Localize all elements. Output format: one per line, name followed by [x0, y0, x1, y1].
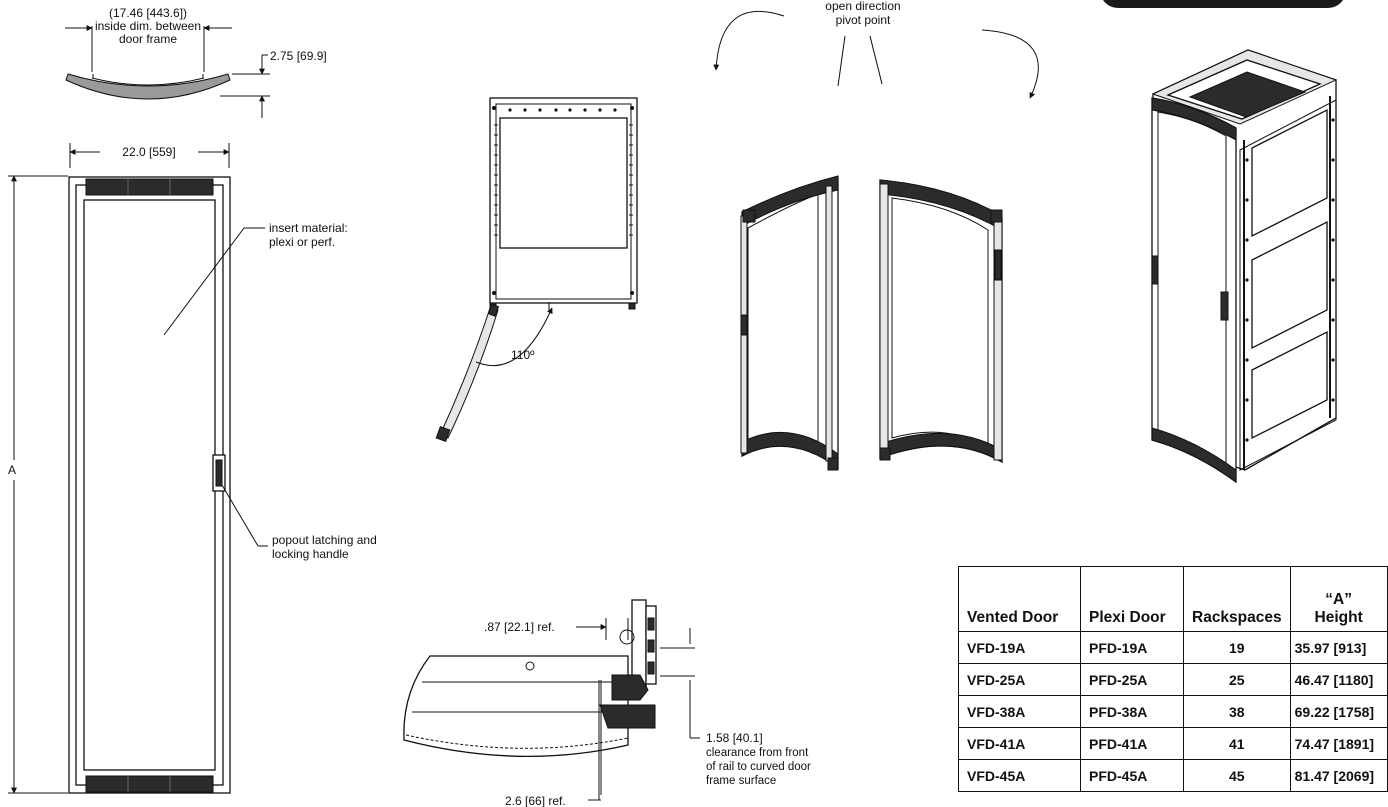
cell-vented: VFD-45A [958, 759, 1081, 792]
cell-rackspaces: 25 [1183, 663, 1291, 696]
table-row: VFD-45A PFD-45A 45 81.47 [2069] [958, 759, 1388, 792]
cell-height: 74.47 [1891] [1289, 727, 1388, 760]
inside-dim-desc-2: door frame [119, 32, 177, 46]
cell-plexi: PFD-19A [1080, 631, 1184, 664]
cell-height: 35.97 [913] [1289, 631, 1388, 664]
pivot-label-1: open direction [825, 0, 900, 13]
cell-height: 46.47 [1180] [1289, 663, 1388, 696]
table-row: VFD-25A PFD-25A 25 46.47 [1180] [958, 663, 1388, 696]
clearance-label-3: of rail to curved door [706, 761, 811, 773]
cell-plexi: PFD-38A [1080, 695, 1184, 728]
doors-perspective [713, 11, 1039, 471]
rack-plan-view [435, 97, 638, 442]
door-front-view [8, 143, 268, 794]
clearance-label-1: 1.58 [40.1] [706, 731, 763, 745]
ref-26-label: 2.6 [66] ref. [505, 794, 566, 807]
header-rackspaces: Rackspaces [1183, 566, 1291, 632]
header-a-height-line-2: Height [1314, 609, 1363, 626]
table-row: VFD-19A PFD-19A 19 35.97 [913] [958, 631, 1388, 664]
insert-material-label-2: plexi or perf. [269, 235, 335, 249]
rack-cabinet-isometric [1151, 49, 1338, 484]
inside-dim-desc-1: inside dim. between [95, 19, 201, 33]
cell-plexi: PFD-41A [1080, 727, 1184, 760]
table-row: VFD-41A PFD-41A 41 74.47 [1891] [958, 727, 1388, 760]
cell-height: 69.22 [1758] [1289, 695, 1388, 728]
cell-rackspaces: 45 [1183, 759, 1291, 792]
header-a-height: “A” Height [1289, 566, 1388, 632]
inside-dim-label: (17.46 [443.6]) [109, 6, 187, 20]
cell-plexi: PFD-45A [1080, 759, 1184, 792]
ref-87-label: .87 [22.1] ref. [484, 620, 555, 634]
cell-rackspaces: 41 [1183, 727, 1291, 760]
clearance-label-2: clearance from front [706, 747, 809, 759]
cell-rackspaces: 38 [1183, 695, 1291, 728]
table-row: VFD-38A PFD-38A 38 69.22 [1758] [958, 695, 1388, 728]
pivot-label-2: pivot point [836, 13, 891, 27]
cell-plexi: PFD-25A [1080, 663, 1184, 696]
header-tab [1100, 0, 1346, 8]
door-spec-table: Vented Door Plexi Door Rackspaces “A” He… [958, 566, 1388, 792]
header-vented-door: Vented Door [958, 566, 1081, 632]
cell-height: 81.47 [2069] [1289, 759, 1388, 792]
insert-material-label-1: insert material: [269, 221, 348, 235]
cell-vented: VFD-38A [958, 695, 1081, 728]
cell-vented: VFD-19A [958, 631, 1081, 664]
header-plexi-door: Plexi Door [1080, 566, 1184, 632]
header-a-height-line-1: “A” [1325, 591, 1352, 608]
cell-vented: VFD-25A [958, 663, 1081, 696]
angle-label: 110º [511, 348, 535, 362]
cell-vented: VFD-41A [958, 727, 1081, 760]
cell-rackspaces: 19 [1183, 631, 1291, 664]
height-label-a: A [8, 463, 16, 477]
handle-label-2: locking handle [272, 547, 349, 561]
door-top-view [65, 25, 270, 118]
hinge-section-view [403, 599, 700, 801]
depth-dim-label: 2.75 [69.9] [270, 49, 327, 63]
handle-label-1: popout latching and [272, 533, 377, 547]
clearance-label-4: frame surface [706, 775, 776, 787]
table-header-row: Vented Door Plexi Door Rackspaces “A” He… [958, 566, 1388, 632]
width-dim-label: 22.0 [559] [122, 145, 175, 159]
